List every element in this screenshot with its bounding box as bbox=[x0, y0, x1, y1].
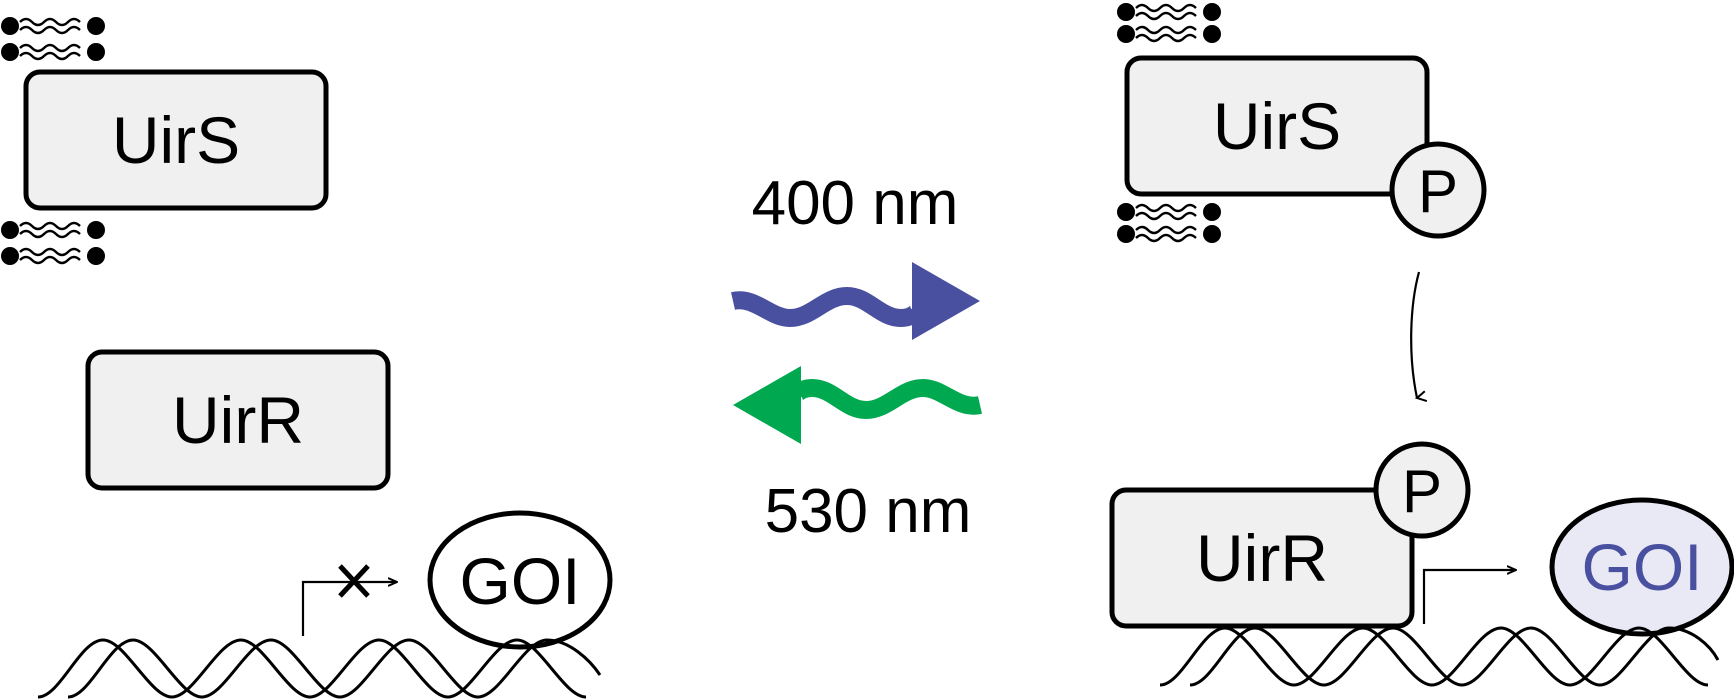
wavelength-400-label: 400 nm bbox=[752, 169, 959, 238]
left-panel: UirS UirR GOI bbox=[1, 17, 613, 699]
promoter-arrow-right-icon bbox=[1422, 570, 1516, 624]
uirs-label-left: UirS bbox=[112, 103, 240, 177]
phosphotransfer-arrow-icon bbox=[1410, 271, 1419, 398]
green-light-arrow-icon bbox=[733, 366, 982, 444]
x-mark-icon bbox=[338, 564, 370, 598]
membrane-top-right-icon bbox=[1117, 3, 1221, 43]
goi-ellipse-left bbox=[427, 510, 613, 650]
phosphate-label-uirs: P bbox=[1418, 158, 1458, 225]
membrane-top-left-icon bbox=[1, 17, 105, 61]
membrane-bottom-left-icon bbox=[1, 221, 105, 265]
phosphate-circle-uirr bbox=[1373, 441, 1471, 539]
uirr-label-right: UirR bbox=[1196, 521, 1328, 595]
light-switch: 400 nm 530 nm bbox=[731, 169, 982, 546]
uirs-box-left bbox=[23, 69, 329, 211]
goi-label-right: GOI bbox=[1581, 530, 1702, 604]
goi-ellipse-right bbox=[1549, 497, 1734, 637]
uirr-box-left bbox=[85, 349, 391, 491]
right-panel: UirS P UirR P GOI bbox=[1109, 3, 1734, 687]
dna-helix-right-icon bbox=[1159, 626, 1720, 687]
wavelength-530-label: 530 nm bbox=[765, 477, 972, 546]
uirr-label-left: UirR bbox=[172, 383, 304, 457]
uirs-box-right bbox=[1124, 55, 1430, 197]
violet-light-arrow-icon bbox=[731, 262, 980, 340]
phosphate-label-uirr: P bbox=[1402, 458, 1442, 525]
membrane-bottom-right-icon bbox=[1117, 203, 1221, 243]
promoter-arrow-left-icon bbox=[301, 582, 397, 636]
uirr-box-right bbox=[1109, 487, 1415, 629]
goi-label-left: GOI bbox=[459, 544, 580, 618]
dna-helix-left-icon bbox=[37, 638, 602, 699]
phosphate-circle-uirs bbox=[1389, 141, 1487, 239]
uirs-label-right: UirS bbox=[1213, 89, 1341, 163]
